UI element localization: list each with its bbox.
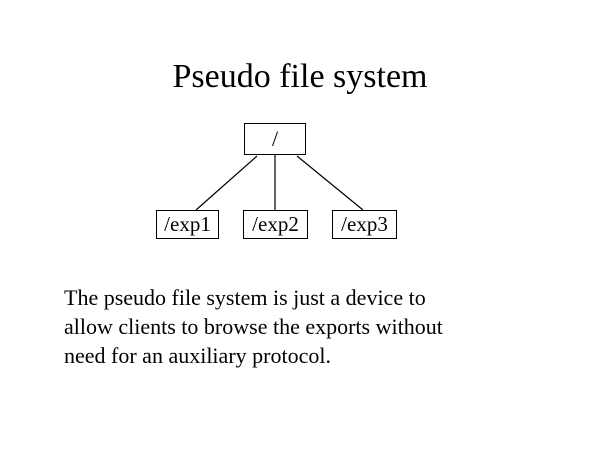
tree-node-root-label: / [271, 126, 279, 151]
tree-node-exp1-label: /exp1 [164, 212, 211, 236]
body-line-1: The pseudo file system is just a device … [64, 285, 426, 310]
tree-node-exp3-label: /exp3 [341, 212, 388, 236]
tree-node-exp3: /exp3 [332, 210, 397, 239]
tree-node-exp1: /exp1 [156, 210, 219, 239]
slide-title: Pseudo file system [172, 58, 428, 95]
edge-root-to-exp1 [195, 155, 258, 211]
tree-node-exp2: /exp2 [243, 210, 308, 239]
slide-body: The pseudo file system is just a device … [64, 283, 564, 370]
body-line-3: need for an auxiliary protocol. [64, 343, 331, 368]
edge-root-to-exp3 [296, 155, 364, 211]
tree-node-root: / [244, 123, 306, 155]
tree-node-exp2-label: /exp2 [252, 212, 299, 236]
body-line-2: allow clients to browse the exports with… [64, 314, 443, 339]
